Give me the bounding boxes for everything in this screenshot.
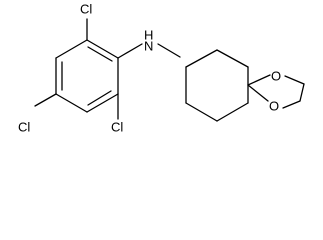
ring-bond: [86, 39, 119, 59]
ring-bond: [185, 49, 218, 68]
nitrogen-hydrogen-label: H: [144, 27, 153, 42]
ring-bond: [216, 49, 249, 68]
o-ch2-bond: [284, 75, 305, 85]
trichlorophenyl-ring: [55, 39, 119, 113]
cyclohexane-ring: [185, 49, 249, 122]
ring-bond: [55, 39, 88, 59]
ring-bond: [55, 93, 88, 113]
nitrogen-label: N: [144, 38, 153, 53]
oxygen-bottom-label: O: [269, 98, 279, 113]
ring-double-bond: [87, 90, 112, 106]
chlorine-left-label: Cl: [18, 119, 30, 134]
chemical-structure-diagram: Cl Cl Cl N H O O: [18, 1, 305, 134]
oxygen-top-label: O: [271, 68, 281, 83]
dioxolane-ring: [247, 74, 305, 109]
ch2-ch2-bond: [299, 83, 305, 102]
chlorine-bottom-label: Cl: [111, 119, 123, 134]
ring-bond: [86, 93, 119, 113]
c-n-bond: [117, 43, 143, 59]
ring-double-bond: [87, 46, 113, 62]
c-o-bottom-bond: [247, 84, 269, 102]
ring-bond: [216, 102, 249, 122]
ch2-o-bond: [282, 100, 301, 109]
n-c-bond: [157, 43, 181, 58]
c-cl-left-bond: [34, 93, 57, 107]
chlorine-top-label: Cl: [80, 1, 92, 16]
c-o-top-bond: [247, 74, 271, 86]
ring-bond: [185, 102, 218, 122]
